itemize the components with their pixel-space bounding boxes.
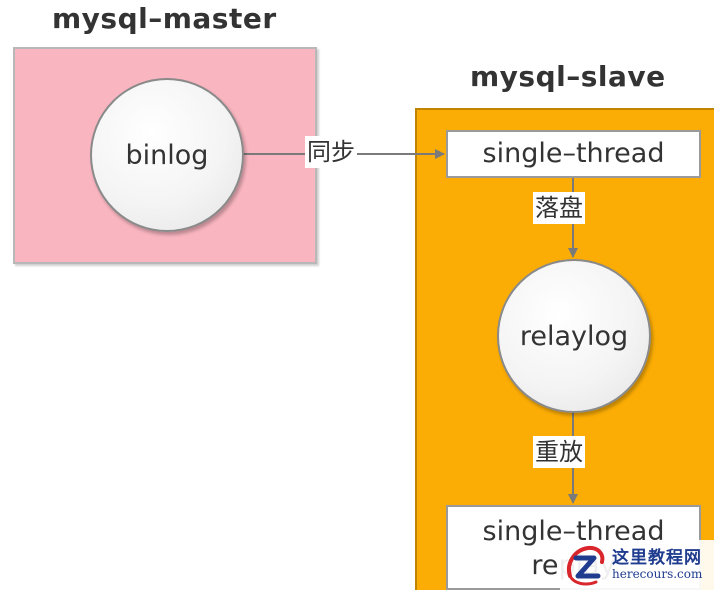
z-logo-icon [562, 542, 608, 588]
single-thread-io-node: single–thread [446, 130, 701, 178]
watermark-name: 这里教程网 [612, 548, 702, 569]
slave-title: mysql–slave [470, 60, 666, 93]
sync-edge-label: 同步 [305, 136, 357, 168]
relaylog-node: relaylog [497, 259, 651, 413]
watermark-domain: herecours.com [612, 566, 703, 581]
binlog-label: binlog [125, 139, 209, 171]
binlog-node: binlog [90, 78, 244, 232]
watermark-text: 这里教程网 herecours.com [612, 549, 702, 581]
replay-edge-label: 重放 [533, 436, 585, 468]
relaylog-label: relaylog [519, 320, 629, 352]
single-thread-io-label: single–thread [482, 138, 665, 169]
master-title: mysql–master [52, 2, 277, 35]
flush-edge-label: 落盘 [533, 192, 585, 224]
watermark-logo: 这里教程网 herecours.com [560, 540, 714, 590]
